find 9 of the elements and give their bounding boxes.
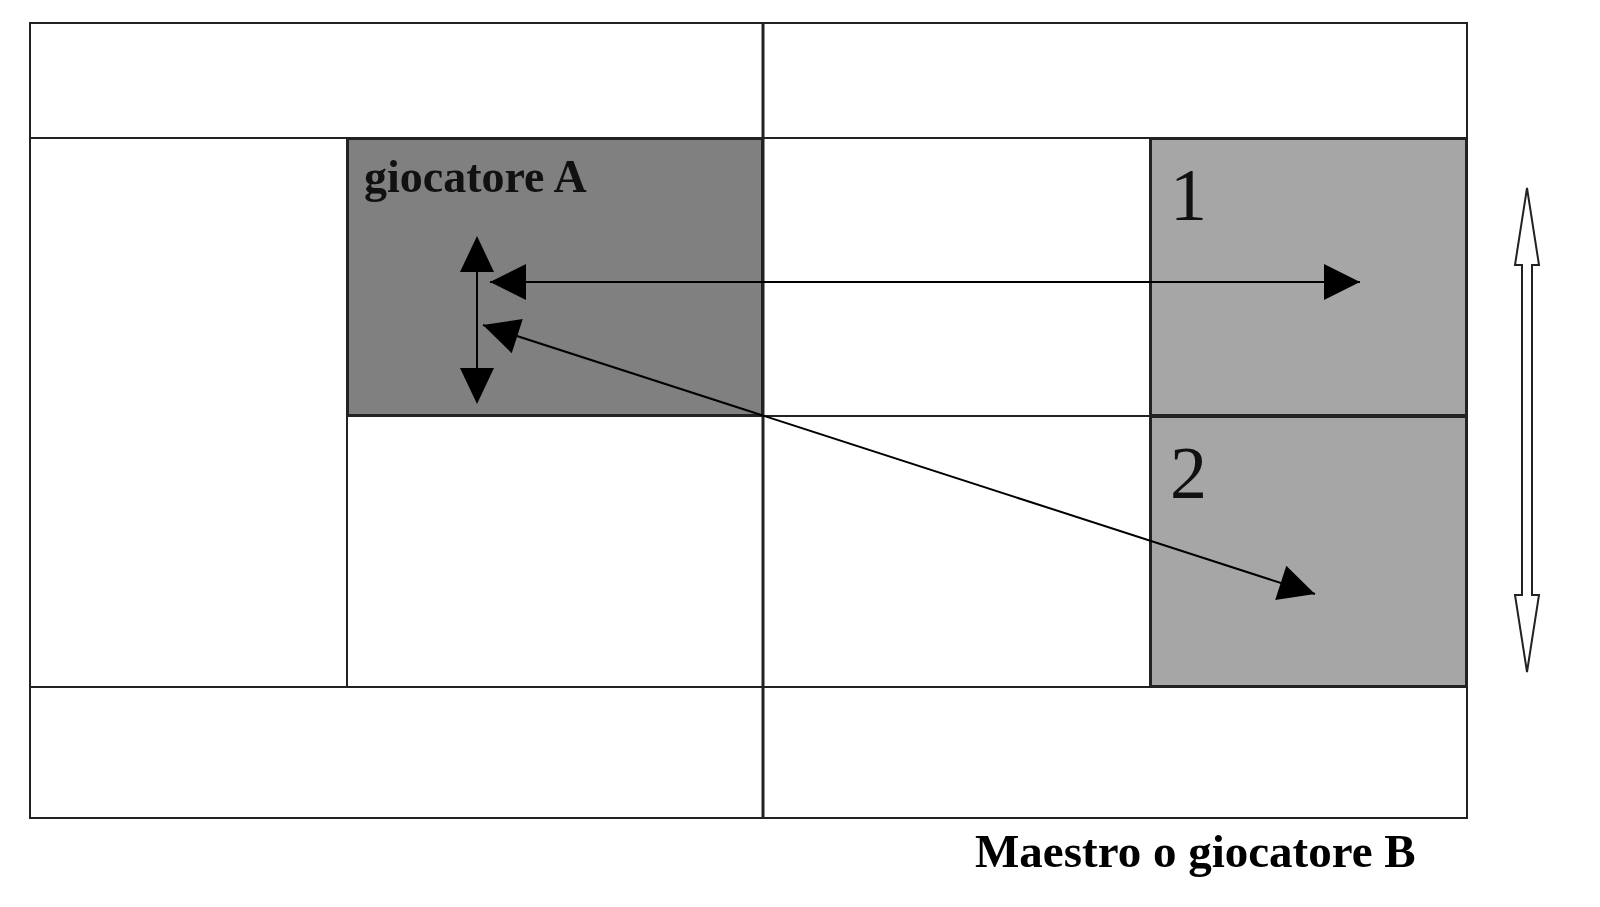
caption-label: Maestro o giocatore B xyxy=(975,826,1416,878)
player-zone xyxy=(347,138,763,416)
zone-label: 2 xyxy=(1170,436,1207,510)
target-zone xyxy=(1150,416,1467,687)
zone-label: giocatore A xyxy=(364,154,587,200)
arrow xyxy=(489,264,1361,300)
zone-label: 1 xyxy=(1170,158,1207,232)
target-zone xyxy=(1150,138,1467,416)
arrow xyxy=(482,318,1316,601)
